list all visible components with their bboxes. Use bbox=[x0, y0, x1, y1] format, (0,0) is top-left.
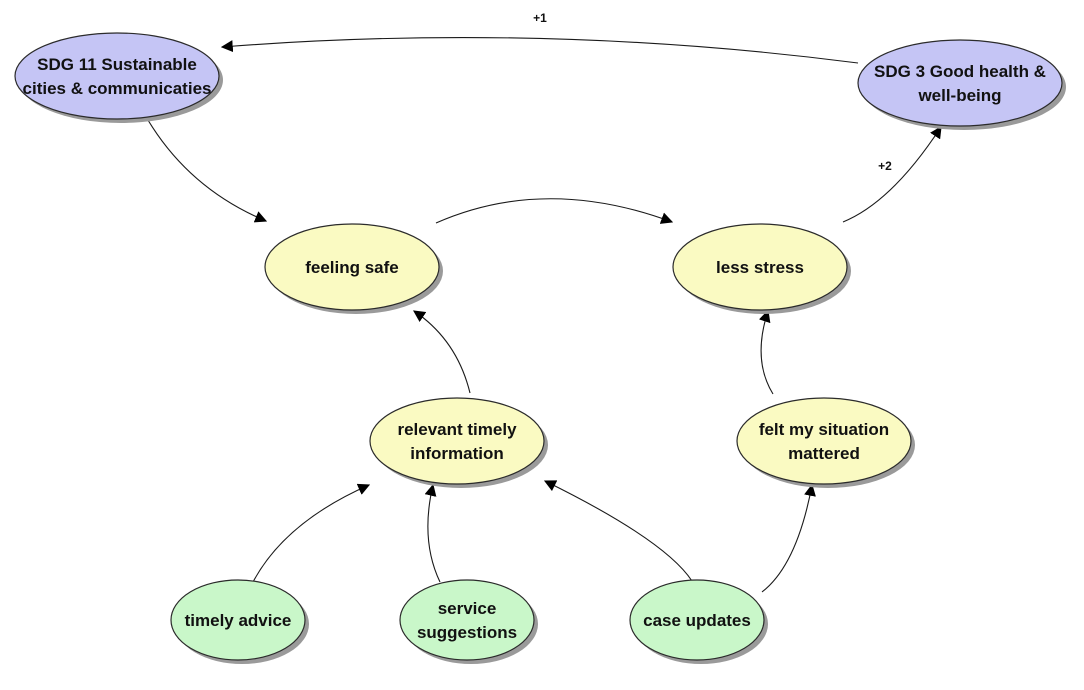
edge-feeling-safe-to-less-stress bbox=[435, 198, 674, 224]
node-label: cities & communicaties bbox=[23, 79, 212, 98]
node-label: SDG 11 Sustainable bbox=[37, 55, 197, 74]
node-label: felt my situation bbox=[759, 420, 889, 439]
nodes-layer: SDG 11 Sustainable cities & communicaties… bbox=[14, 32, 1066, 664]
edge-less-stress-to-sdg3 bbox=[842, 125, 942, 223]
node-sdg3: SDG 3 Good health & well-being bbox=[857, 39, 1066, 130]
node-ellipse bbox=[170, 579, 306, 661]
edge-sdg3-to-sdg11 bbox=[220, 36, 859, 64]
node-relevant-info: relevant timely information bbox=[369, 397, 548, 488]
edges-layer: +1 +2 bbox=[144, 11, 942, 593]
node-label: suggestions bbox=[417, 623, 517, 642]
node-sdg11: SDG 11 Sustainable cities & communicaties bbox=[14, 32, 223, 123]
node-ellipse bbox=[264, 223, 440, 311]
edge-felt-mattered-to-less-stress bbox=[758, 309, 774, 395]
node-ellipse bbox=[857, 39, 1063, 127]
node-less-stress: less stress bbox=[672, 223, 851, 314]
node-ellipse bbox=[369, 397, 545, 485]
edge-timely-advice-to-relevant-info bbox=[252, 483, 371, 583]
edge-case-updates-to-felt-mattered bbox=[761, 483, 816, 593]
edge-relevant-info-to-feeling-safe bbox=[413, 310, 471, 394]
node-timely-advice: timely advice bbox=[170, 579, 309, 664]
edge-service-suggestions-to-relevant-info bbox=[424, 483, 441, 583]
node-label: service bbox=[438, 599, 497, 618]
node-label: information bbox=[410, 444, 504, 463]
node-ellipse bbox=[672, 223, 848, 311]
node-label: case updates bbox=[643, 611, 751, 630]
node-felt-mattered: felt my situation mattered bbox=[736, 397, 915, 488]
node-feeling-safe: feeling safe bbox=[264, 223, 443, 314]
edge-label: +2 bbox=[878, 159, 892, 173]
node-label: less stress bbox=[716, 258, 804, 277]
node-label: SDG 3 Good health & bbox=[874, 62, 1046, 81]
node-service-suggestions: service suggestions bbox=[399, 579, 538, 664]
node-label: feeling safe bbox=[305, 258, 399, 277]
node-ellipse bbox=[14, 32, 220, 120]
node-ellipse bbox=[399, 579, 535, 661]
edge-sdg11-to-feeling-safe bbox=[144, 114, 268, 223]
edge-label: +1 bbox=[533, 11, 547, 25]
node-label: well-being bbox=[917, 86, 1001, 105]
node-case-updates: case updates bbox=[629, 579, 768, 664]
node-label: mattered bbox=[788, 444, 860, 463]
node-ellipse bbox=[629, 579, 765, 661]
node-label: relevant timely bbox=[397, 420, 517, 439]
node-label: timely advice bbox=[185, 611, 292, 630]
node-ellipse bbox=[736, 397, 912, 485]
edge-case-updates-to-relevant-info bbox=[543, 480, 693, 582]
